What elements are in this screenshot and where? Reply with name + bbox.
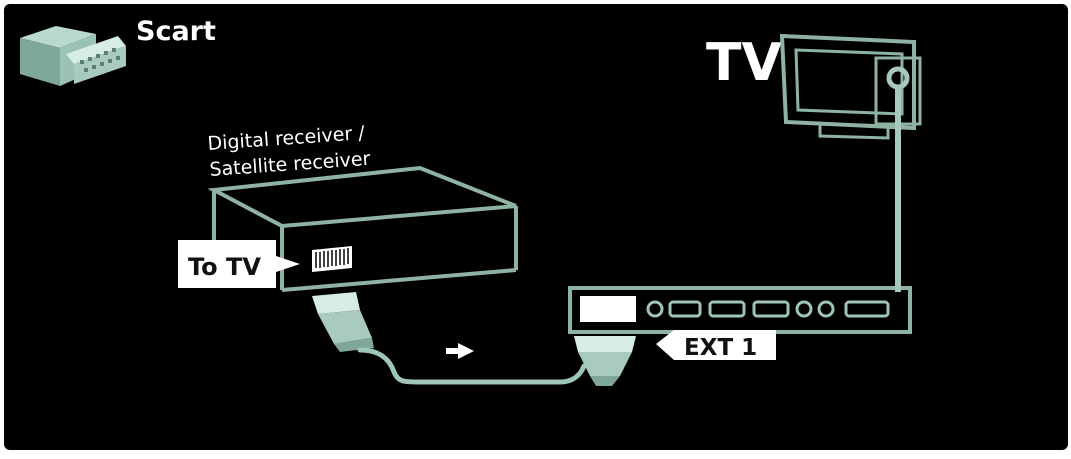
scart-connector-icon (20, 26, 126, 86)
tv-label: TV (706, 33, 782, 93)
tv-icon (779, 33, 922, 140)
diagram-panel (4, 4, 1068, 450)
ext1-callout: EXT 1 (656, 330, 776, 361)
receiver-scart-plug (312, 292, 374, 352)
title: Scart (136, 16, 216, 47)
receiver-scart-socket (312, 246, 352, 272)
to-tv-label: To TV (188, 253, 261, 281)
ext1-label: EXT 1 (684, 335, 757, 361)
tv-scart-plug (574, 336, 636, 386)
receiver-icon (207, 165, 518, 292)
arrow-right-icon (446, 343, 474, 359)
to-tv-callout: To TV (178, 240, 300, 288)
scart-cable (357, 347, 587, 385)
